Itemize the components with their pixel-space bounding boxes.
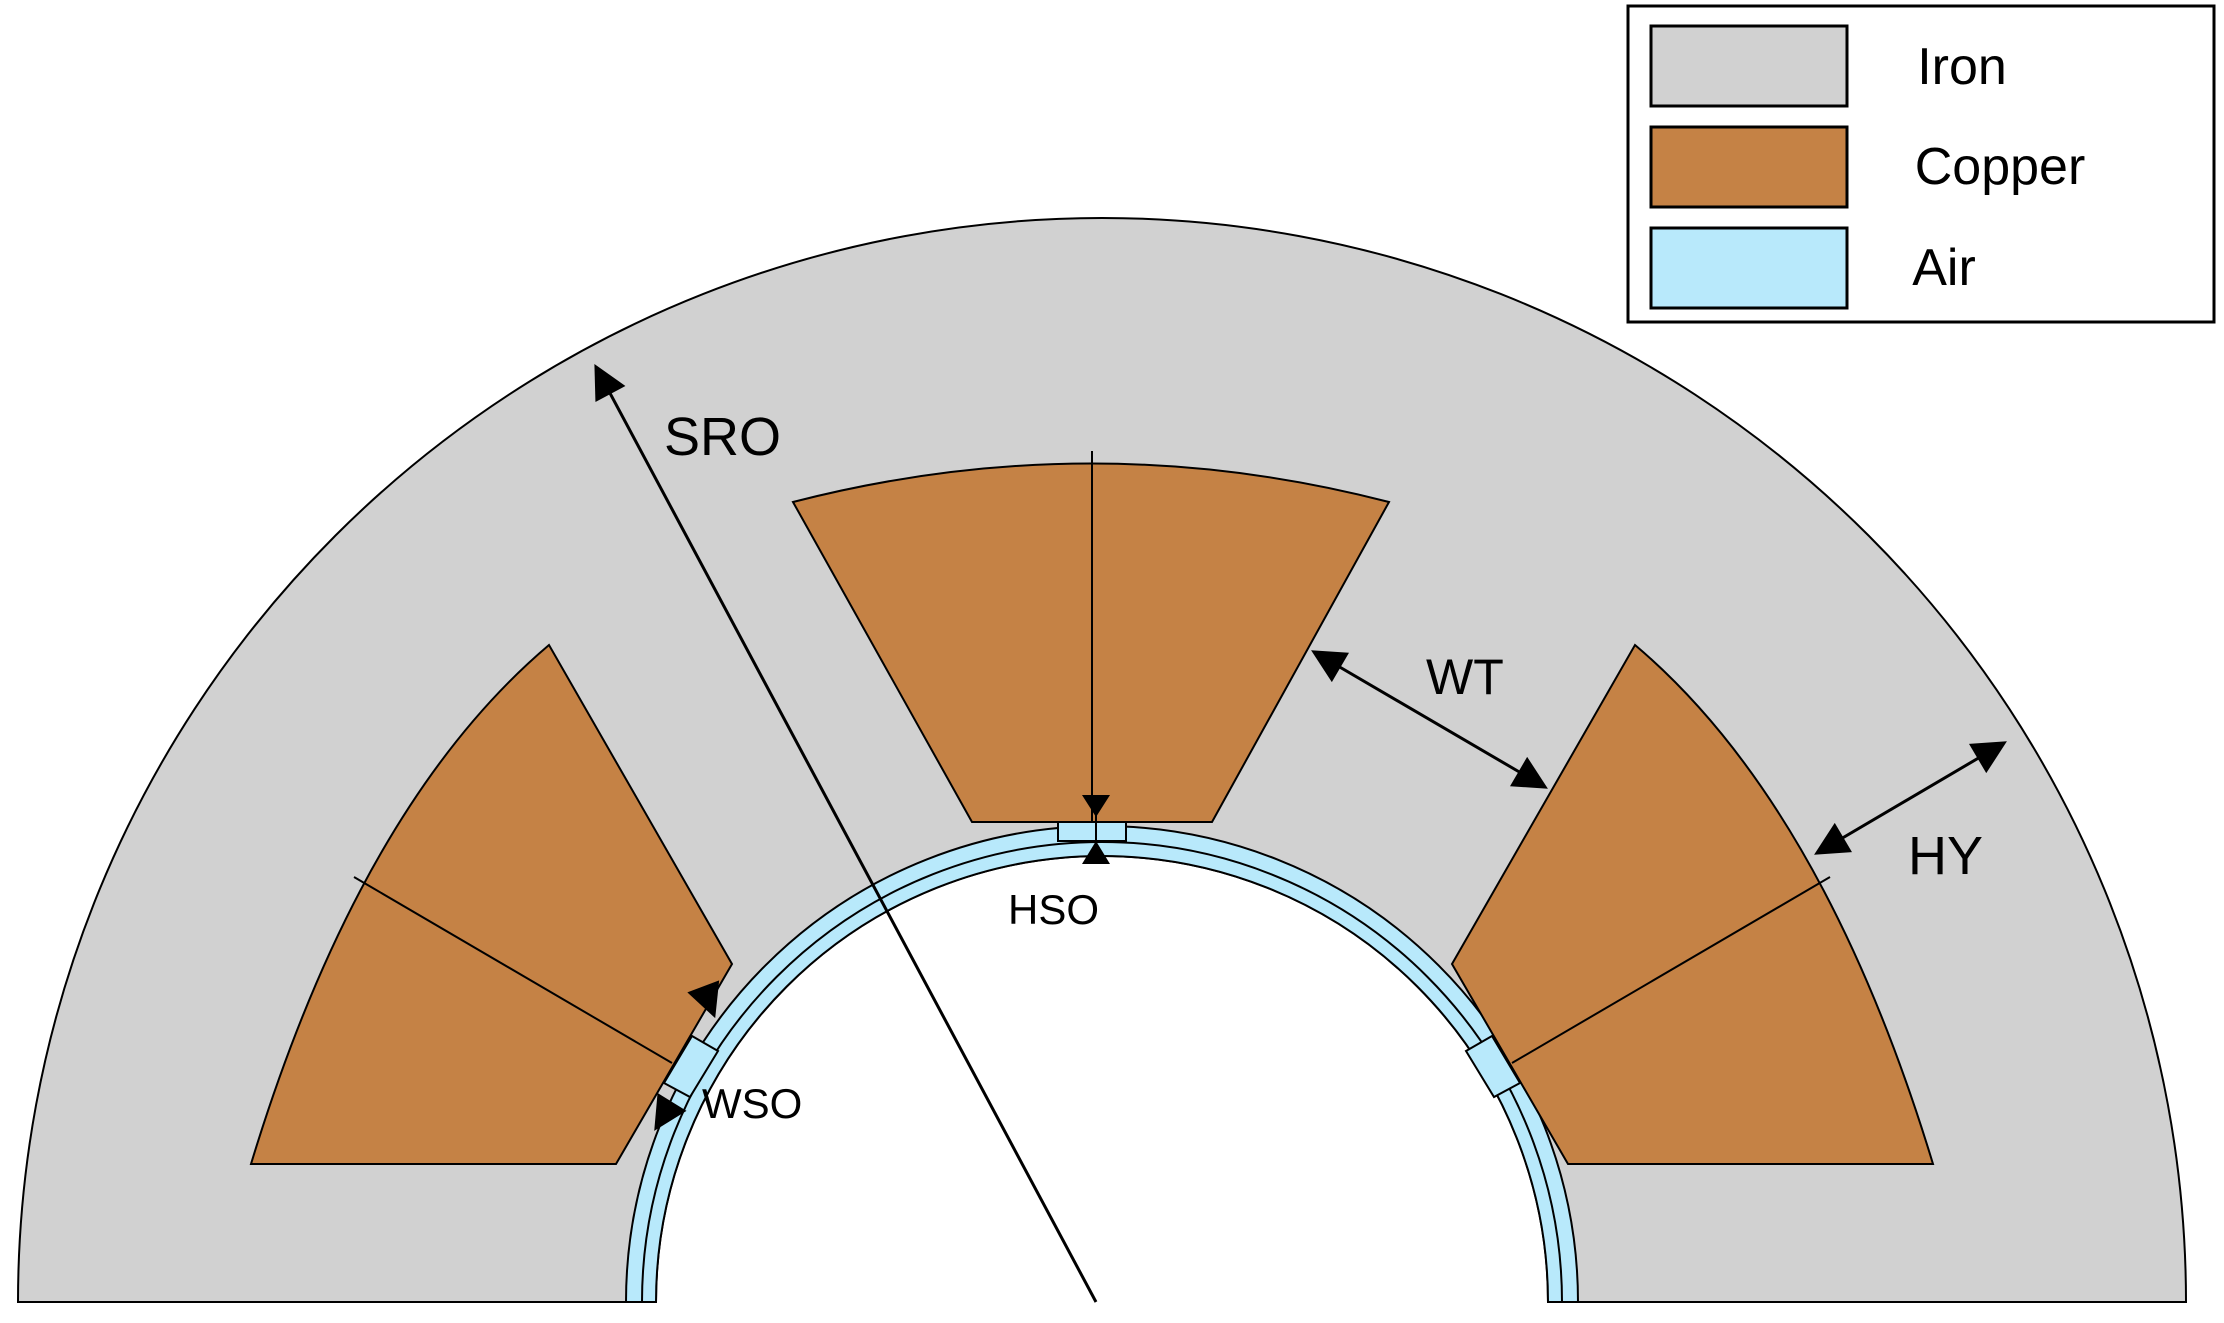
slot-opening-right [1464,1034,1522,1099]
winding-divider-left [353,876,673,1064]
wso-label: WSO [702,1080,802,1127]
wso-arrow-lower [654,1093,687,1131]
wt-label: WT [1426,649,1504,705]
sro-label: SRO [664,407,781,467]
legend-swatch-air [1649,226,1849,310]
legend-swatch-copper [1649,125,1849,209]
air-gap-ring [624,825,1580,1303]
legend-label-copper: Copper [1915,138,2086,196]
winding-divider-right [1511,876,1831,1064]
hy-arrow [1814,741,2007,855]
wt-arrow [1311,650,1548,789]
hso-label: HSO [1008,886,1099,933]
legend-label-air: Air [1912,239,1976,297]
copper-slot-left [249,643,734,1165]
slot-opening-left [662,1034,720,1099]
hy-label: HY [1908,826,1983,886]
legend-swatch-iron [1649,24,1849,108]
wso-arrow-upper [687,980,720,1019]
sro-arrow [594,364,1098,1303]
legend-label-iron: Iron [1917,38,2007,96]
legend: Iron Copper Air [1626,4,2216,324]
copper-slot-right [1450,643,1935,1165]
